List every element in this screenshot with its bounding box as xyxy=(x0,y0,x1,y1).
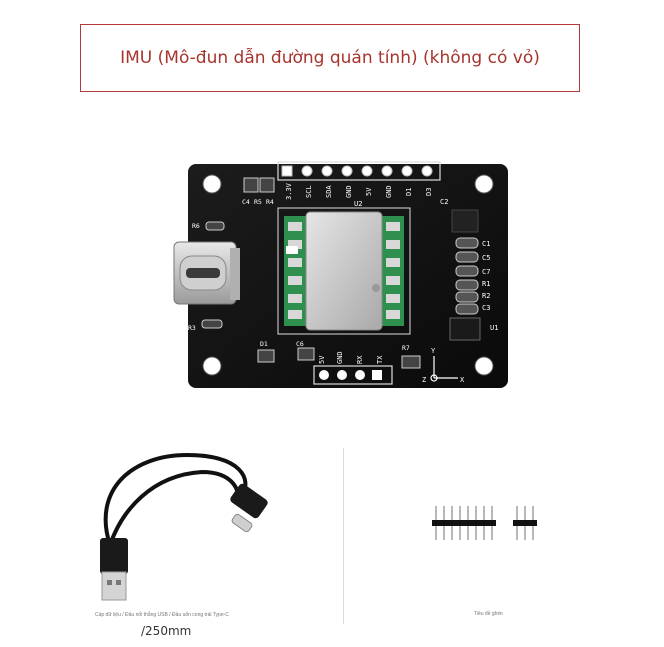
imu-board: 3.3V SCL SDA GND 5V GND D1 D3 xyxy=(173,161,508,388)
label-r4: R4 xyxy=(266,198,274,206)
pin-label-5v: 5V xyxy=(365,187,373,196)
title-banner: IMU (Mô-đun dẫn đường quán tính) (không … xyxy=(80,24,580,92)
pin-label-scl: SCL xyxy=(305,185,313,198)
left-side-pads xyxy=(286,246,298,254)
bottom-pin-labels: 5V GND RX TX xyxy=(318,351,384,364)
usb-cable xyxy=(100,452,268,601)
label-c3: C3 xyxy=(482,304,490,312)
label-r5: R5 xyxy=(254,198,262,206)
cable-length: /250mm xyxy=(141,624,192,638)
usb-c-plug-tip xyxy=(231,513,253,533)
left-labels: C4 R5 R4 R6 R3 D1 C6 R7 xyxy=(188,198,410,352)
top-pin-labels: 3.3V SCL SDA GND 5V GND D1 D3 xyxy=(285,182,433,200)
axis-label-y: Y xyxy=(431,347,436,355)
pin-label-bottom-5v: 5V xyxy=(318,355,326,364)
pin-label-d1: D1 xyxy=(405,188,413,196)
label-c6: C6 xyxy=(296,340,304,348)
bottom-pin-header xyxy=(313,365,393,385)
pin-label-sda: SDA xyxy=(325,185,333,198)
pin-label-gnd-1: GND xyxy=(345,185,353,198)
right-components xyxy=(449,209,481,341)
label-c7: C7 xyxy=(482,268,490,276)
usb-c-plug-body xyxy=(230,483,268,519)
imu-shield-can xyxy=(305,211,383,331)
pin-label-gnd-2: GND xyxy=(385,185,393,198)
pin-headers xyxy=(432,506,537,540)
pin-label-bottom-tx: TX xyxy=(376,355,384,364)
right-labels: C1 C5 C7 R1 R2 C3 xyxy=(482,240,490,312)
label-d1: D1 xyxy=(260,340,268,348)
usb-a-plug-metal xyxy=(101,571,127,601)
label-c5: C5 xyxy=(482,254,490,262)
cable-caption: Cáp dữ liệu / Đầu nối thẳng USB / Đầu uố… xyxy=(95,612,229,618)
axis-label-x: X xyxy=(460,376,465,384)
imu-module xyxy=(277,207,411,335)
imu-board-photo: 3.3V SCL SDA GND 5V GND D1 D3 xyxy=(172,160,512,390)
label-r3: R3 xyxy=(188,324,196,332)
label-r2: R2 xyxy=(482,292,490,300)
pin-label-3v3: 3.3V xyxy=(285,182,293,200)
label-r6: R6 xyxy=(192,222,200,230)
pin-label-d3: D3 xyxy=(425,188,433,196)
mounting-holes xyxy=(202,174,494,376)
label-c1: C1 xyxy=(482,240,490,248)
chip-label-c2: C2 xyxy=(440,198,448,206)
chip-label-u2: U2 xyxy=(354,200,362,208)
pin-label-bottom-rx: RX xyxy=(356,355,364,364)
usb-a-plug-body xyxy=(100,538,128,574)
axis-label-z: Z xyxy=(422,376,426,384)
left-components xyxy=(201,177,421,369)
usb-cable-photo xyxy=(92,450,277,610)
chip-label-u1: U1 xyxy=(490,324,498,332)
pins-caption: Tiêu đề ghim xyxy=(474,611,503,617)
pin-label-bottom-gnd: GND xyxy=(336,351,344,364)
label-r1: R1 xyxy=(482,280,490,288)
pin-headers-photo xyxy=(430,498,550,548)
usb-c-port xyxy=(173,241,240,305)
axis-indicator xyxy=(430,356,458,382)
label-c4: C4 xyxy=(242,198,250,206)
top-pin-header xyxy=(277,161,441,181)
product-title: IMU (Mô-đun dẫn đường quán tính) (không … xyxy=(120,48,540,68)
label-r7: R7 xyxy=(402,344,410,352)
section-divider xyxy=(343,448,344,624)
